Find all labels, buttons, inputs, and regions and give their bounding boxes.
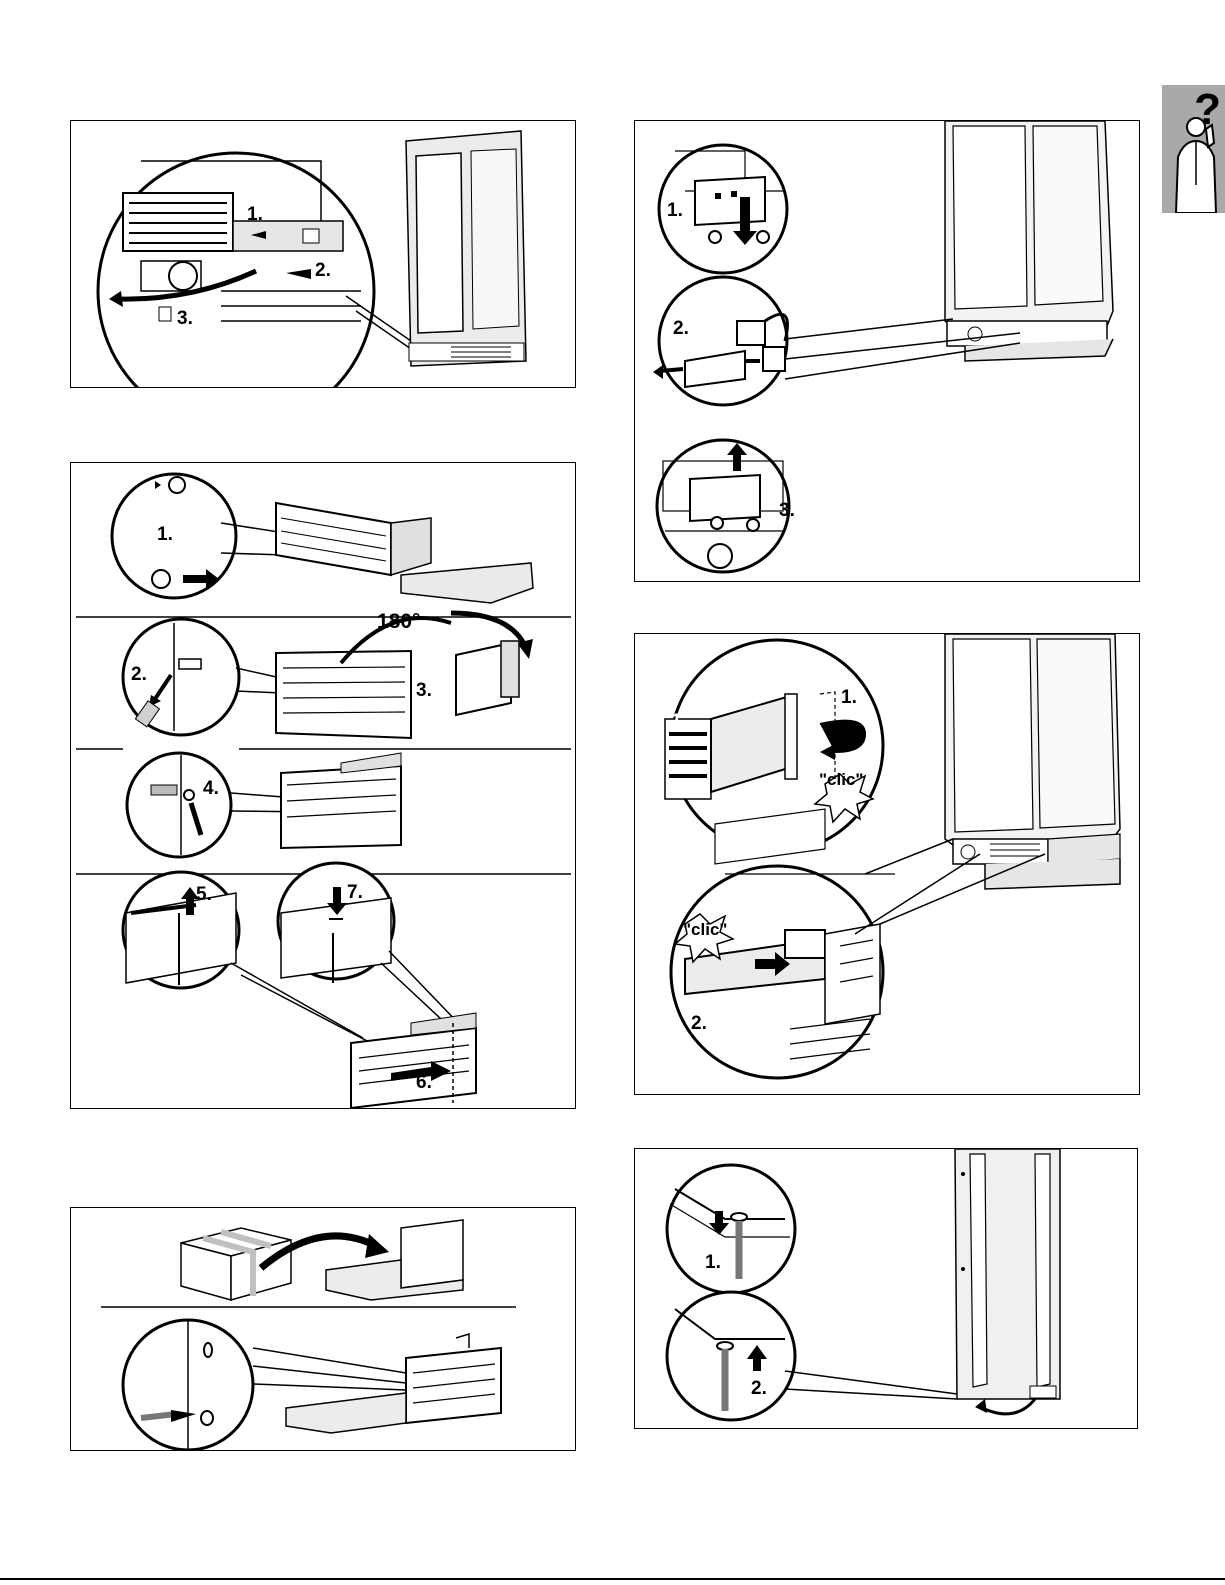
step-label: 2. <box>751 1379 767 1398</box>
bracket-adjust-illustration <box>635 121 1140 582</box>
panel-install-cover <box>70 1207 576 1451</box>
step-label: 6. <box>416 1073 432 1092</box>
step-label: 2. <box>131 665 147 684</box>
panel-remove-grille: 1. 2. 3. <box>70 120 576 388</box>
attach-bracket-illustration <box>635 634 1140 1095</box>
panel-attach-bracket: 1. 1. 2. "clic" "clic" <box>634 633 1140 1095</box>
step-label: 1. <box>157 525 173 544</box>
rotation-angle-label: 180° <box>377 611 420 632</box>
step-label: 5. <box>196 885 212 904</box>
panel-door-hinge: 1. 2. <box>634 1148 1138 1429</box>
panel-modify-grille: 1. 2. 3. 4. 5. 6. 7. 180° <box>70 462 576 1109</box>
step-label: 1. <box>705 1253 721 1272</box>
step-label: 3. <box>779 501 795 520</box>
step-label: 1. <box>247 205 263 224</box>
question-mark-icon: ? <box>1194 85 1221 135</box>
click-sound-label: "clic" <box>819 770 863 790</box>
click-sound-label: "clic" <box>683 920 727 940</box>
modify-grille-illustration <box>71 463 576 1109</box>
step-label: 3. <box>416 681 432 700</box>
help-tab: ? <box>1162 85 1225 213</box>
step-label: 2. <box>691 1014 707 1033</box>
step-label: 2. <box>315 261 331 280</box>
install-cover-illustration <box>71 1208 576 1451</box>
remove-grille-illustration <box>71 121 576 388</box>
step-label: 2. <box>673 319 689 338</box>
door-hinge-illustration <box>635 1149 1138 1429</box>
step-label: 1. <box>841 688 857 707</box>
step-label: 3. <box>177 309 193 328</box>
footer-rule <box>0 1578 1225 1580</box>
step-label: 4. <box>203 779 219 798</box>
step-label: 1. <box>667 201 683 220</box>
step-label: 1. <box>671 712 687 731</box>
step-label: 7. <box>347 883 363 902</box>
panel-bracket-adjust: 1. 2. 3. <box>634 120 1140 582</box>
